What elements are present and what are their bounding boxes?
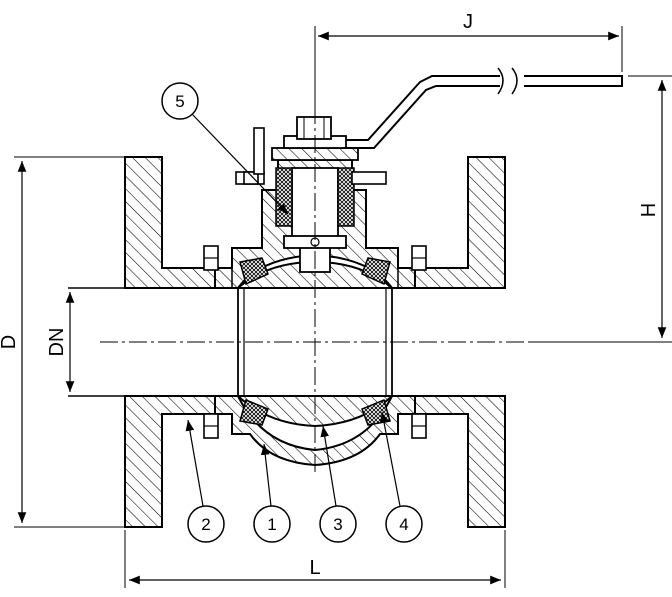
callout-5: 5 [161, 82, 289, 215]
center-lines [100, 106, 530, 476]
callout-4-label: 4 [399, 515, 408, 534]
seats [239, 257, 391, 426]
dimension-h-label: H [638, 203, 660, 217]
dimension-j: J [314, 11, 623, 110]
bore [68, 287, 505, 397]
dimension-d: D [0, 156, 125, 528]
body-bolts [203, 245, 427, 439]
callout-1: 1 [253, 443, 291, 543]
callout-3-label: 3 [333, 515, 342, 534]
callout-5-label: 5 [175, 92, 184, 111]
dimension-d-label: D [0, 335, 20, 349]
lever-handle [346, 67, 623, 149]
callout-4: 4 [379, 411, 423, 543]
dimension-h: H [530, 75, 672, 343]
callout-2: 2 [185, 419, 225, 543]
dimension-dn-label: DN [46, 328, 68, 357]
callout-1-label: 1 [267, 515, 276, 534]
dimension-dn: DN [46, 292, 75, 392]
dimension-l-label: L [309, 557, 320, 579]
dimension-l: L [124, 530, 506, 588]
callout-2-label: 2 [201, 515, 210, 534]
callout-3: 3 [319, 425, 357, 543]
dimension-j-label: J [463, 11, 473, 33]
